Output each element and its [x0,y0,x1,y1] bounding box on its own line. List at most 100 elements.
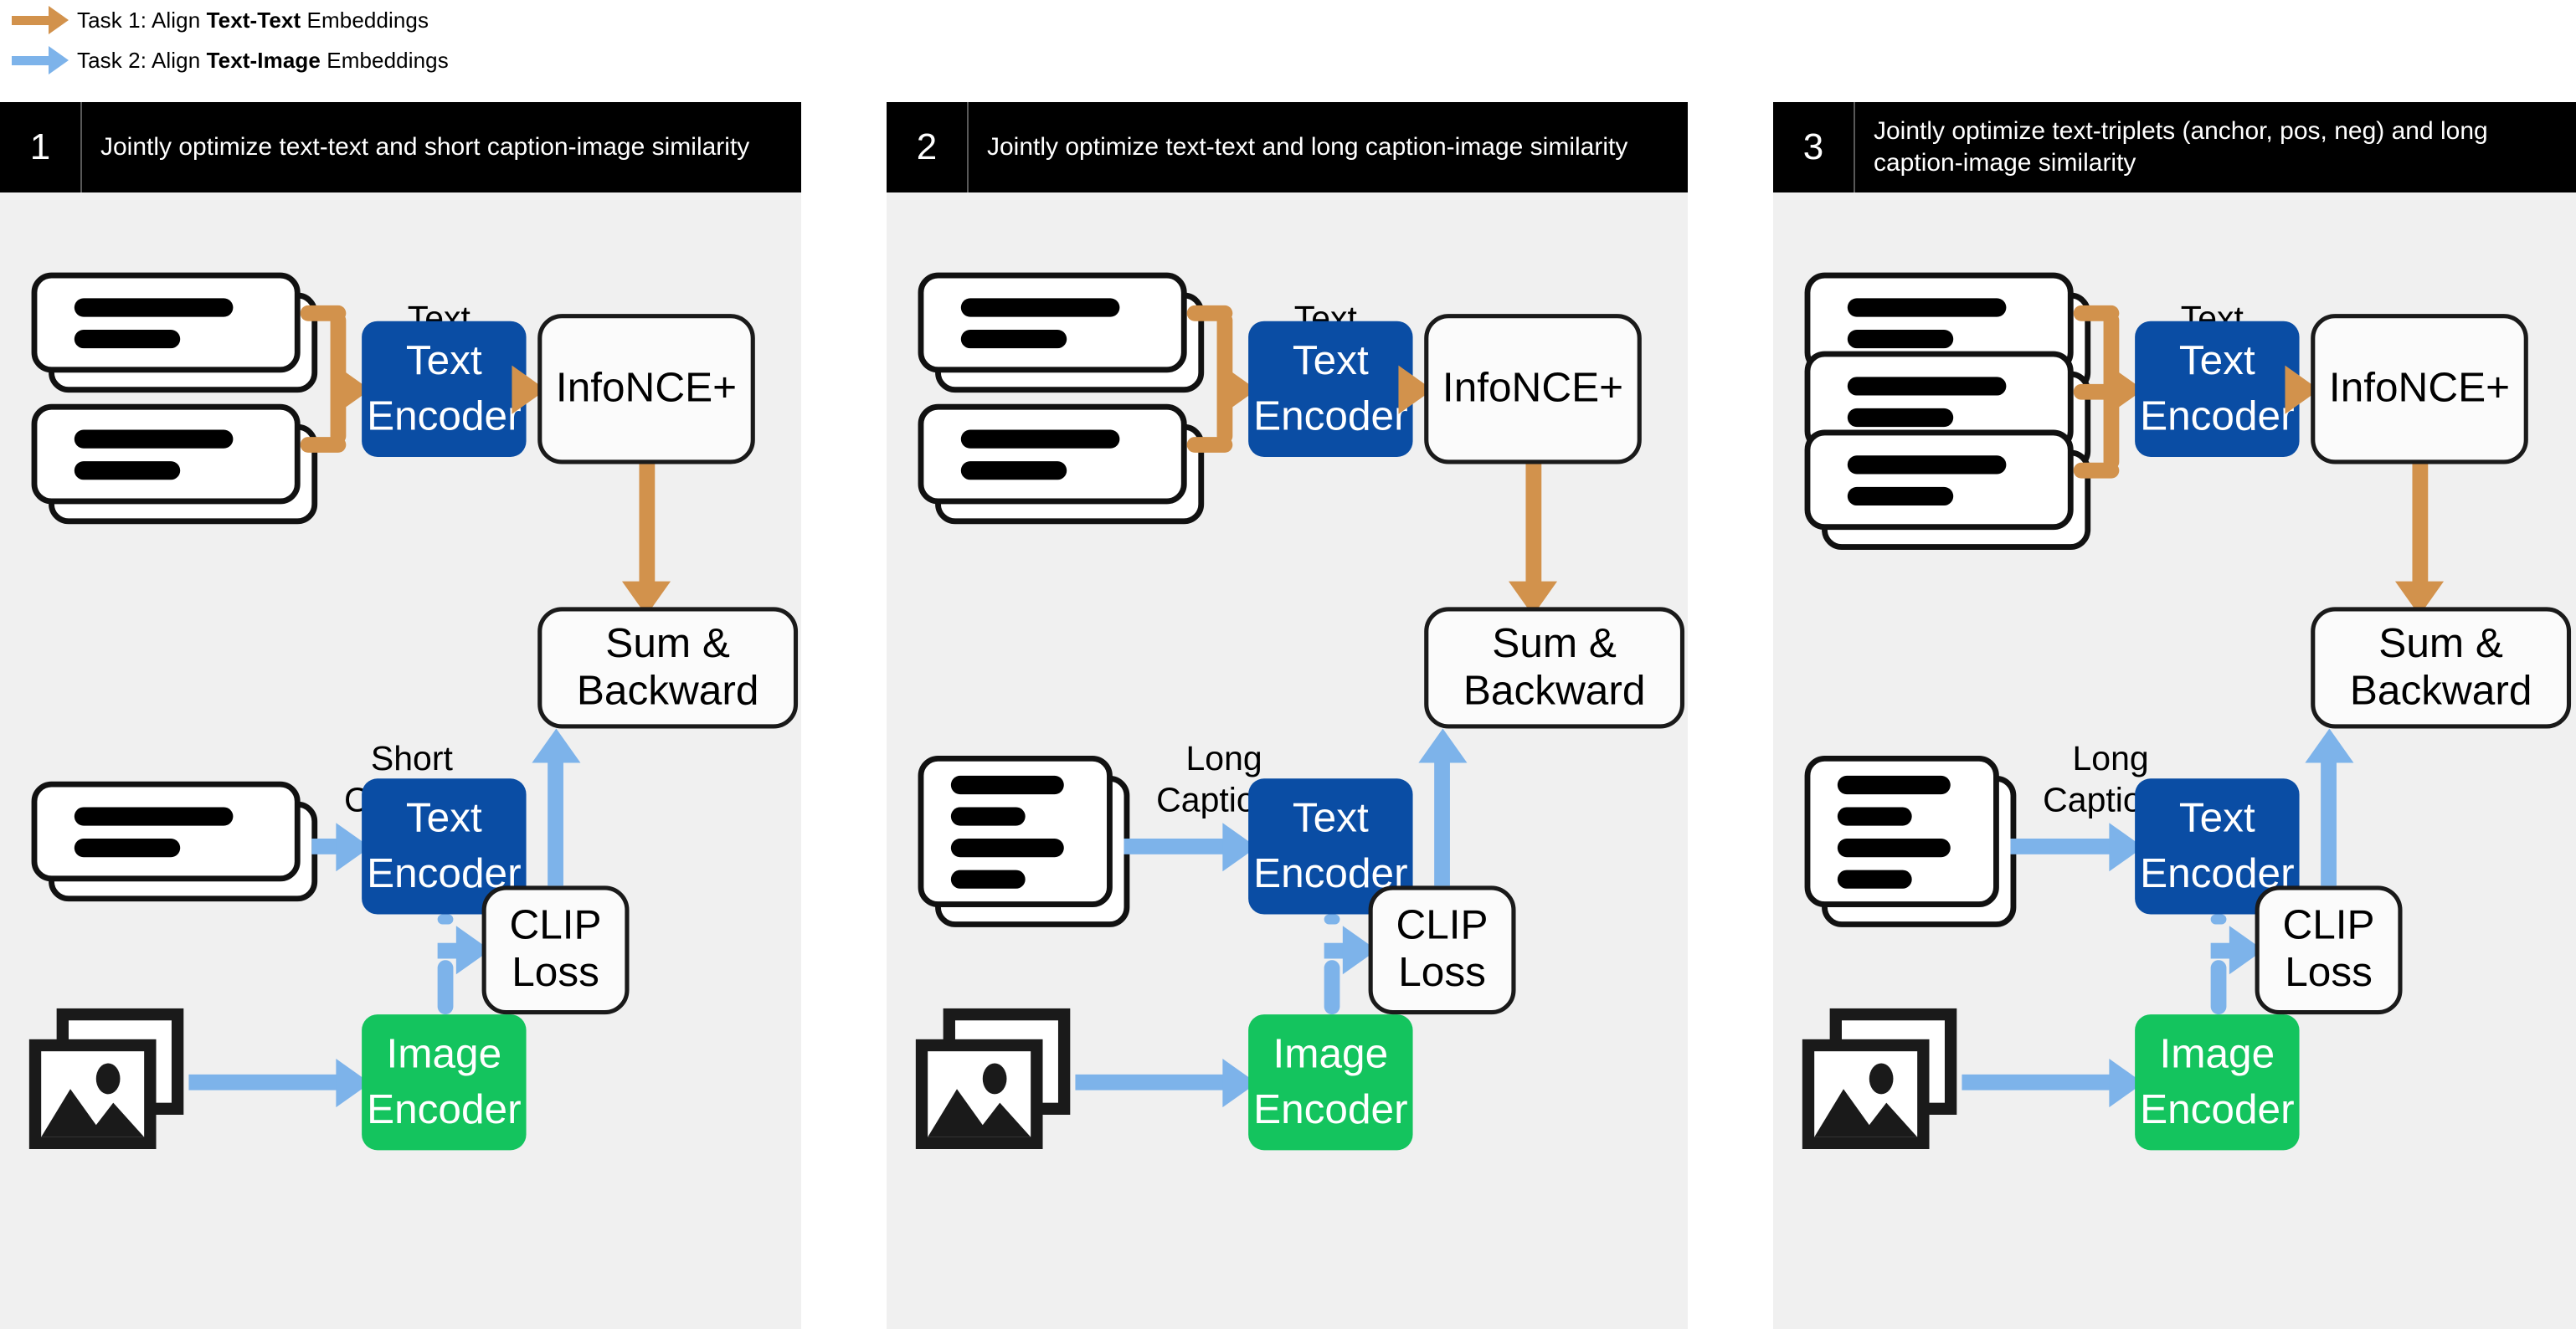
text-encoder-bottom-label: Text [1292,796,1369,842]
image-stack-icon [1799,1004,1971,1153]
blue-to-clip-loss [1323,942,1346,958]
blue-to-sum [548,751,563,886]
infonce-box: InfoNCE+ [537,314,755,464]
caption-doc-icon-front-sheet [918,755,1113,907]
legend-label-task2: Task 2: Align Text-Image Embeddings [77,47,449,73]
doc-text-line [74,806,234,825]
doc-text-line [951,838,1063,857]
sum-backward-box-label: Sum & Backward [1463,620,1646,714]
orange-doc-stub [2073,383,2120,400]
clip-loss-box-label: CLIP Loss [509,902,602,996]
infonce-box-label: InfoNCE+ [555,365,738,412]
blue-image-up [1323,960,1339,1015]
orange-doc-stub [300,305,347,321]
orange-doc-stub [2073,305,2120,321]
clip-loss-box: CLIP Loss [1368,885,1516,1015]
legend-item-task1: Task 1: Align Text-Text Embeddings [12,2,429,38]
image-encoder-box-label: Encoder [2140,1086,2295,1133]
text-doc-icon [1804,429,2091,550]
blue-to-clip-loss [436,942,460,958]
panel-3: 3 Jointly optimize text-triplets (anchor,… [1773,102,2576,1329]
infonce-box: InfoNCE+ [1424,314,1642,464]
image-stack-icon [26,1004,198,1153]
infonce-box: InfoNCE+ [2311,314,2528,464]
orange-doc-stub [300,437,347,453]
orange-to-sum [638,464,655,584]
panel-number: 1 [0,102,82,192]
doc-text-line [951,806,1026,825]
text-encoder-top-label: Text [2178,338,2255,385]
caption-doc-icon [1804,755,2017,927]
blue-text-down [2209,914,2226,925]
orange-doc-stub [1186,305,1233,321]
text-doc-icon-front-sheet [1804,429,2074,531]
blue-to-sum-head [1417,728,1467,763]
image-encoder-box-label: Image [386,1031,502,1078]
orange-to-sum [1525,464,1541,584]
doc-text-line [74,428,234,448]
panel-body-1: TextPairsTextEncoderInfoNCE+Sum & Backwa… [0,192,1369,1329]
text-encoder-top-label: Encoder [2140,393,2295,439]
doc-text-line [1847,454,2007,474]
doc-text-line [1838,806,1913,825]
caption-doc-icon [918,755,1130,927]
panel-number: 3 [1773,102,1855,192]
doc-text-line [960,460,1067,480]
blue-to-image-encoder [188,1074,339,1090]
doc-text-line [1847,329,1954,348]
orange-to-sum [2411,464,2428,584]
doc-text-line [1838,869,1913,888]
doc-text-line [1838,838,1950,857]
orange-doc-stub [2073,462,2120,479]
legend: Task 1: Align Text-Text Embeddings Task … [0,0,837,92]
text-encoder-top-label: Encoder [367,393,522,439]
panel-body-3: TextTripletsTextEncoderInfoNCE+Sum & Bac… [1773,192,2576,1329]
doc-text-line [960,329,1067,348]
blue-to-image-encoder [1962,1074,2112,1090]
arrow-right-icon [12,6,77,34]
blue-to-sum-head [531,728,580,763]
doc-text-line [74,297,234,316]
blue-image-up [436,960,453,1015]
infonce-box-label: InfoNCE+ [1442,365,1624,412]
panel-title: Jointly optimize text-text and long capt… [987,133,1628,162]
panel-title: Jointly optimize text-triplets (anchor, … [1874,117,2488,177]
clip-loss-box: CLIP Loss [481,885,630,1015]
sum-backward-box: Sum & Backward [537,607,799,729]
text-doc-icon-front-sheet [31,272,301,373]
doc-text-line [951,775,1063,794]
text-doc-icon-front-sheet [918,272,1187,373]
image-encoder-box-label: Image [2159,1031,2275,1078]
doc-text-line [74,329,181,348]
blue-image-up [2209,960,2226,1015]
blue-to-text-encoder [311,839,339,854]
image-encoder-box-label: Image [1273,1031,1389,1078]
doc-text-line [1847,376,2007,395]
doc-text-line [74,838,181,857]
text-doc-icon [918,403,1205,525]
blue-to-sum [2321,751,2337,886]
orange-doc-stub [1186,437,1233,453]
image-encoder-box-label: Encoder [367,1086,522,1133]
image-stack-icon [913,1004,1084,1153]
text-encoder-bottom-label: Text [2178,796,2255,842]
doc-text-line [951,869,1026,888]
text-doc-icon [31,403,318,525]
sum-backward-box: Sum & Backward [2311,607,2572,729]
doc-text-line [960,428,1120,448]
blue-text-down [1323,914,1339,925]
caption-doc-icon-front-sheet [31,781,301,882]
infonce-box-label: InfoNCE+ [2328,365,2511,412]
image-encoder-box-label: Encoder [1253,1086,1408,1133]
text-doc-icon [31,272,318,393]
clip-loss-box-label: CLIP Loss [2282,902,2375,996]
